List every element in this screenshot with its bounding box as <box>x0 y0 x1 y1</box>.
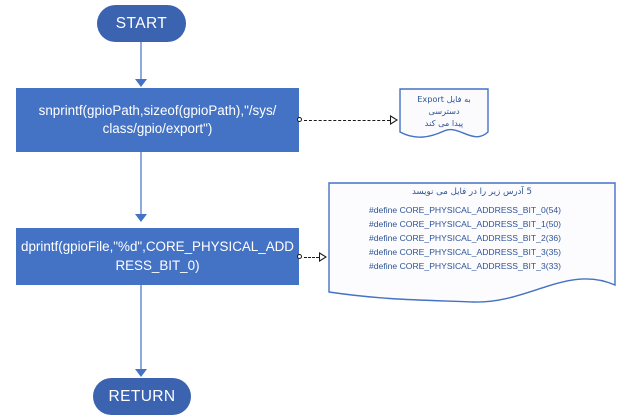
define-row: #define CORE_PHYSICAL_ADDRESS_BIT_2 (36) <box>369 232 575 246</box>
define-value: (36) <box>545 232 562 243</box>
connector-line <box>140 285 142 370</box>
process-dprintf-label: dprintf(gpioFile,"%d",CORE_PHYSICAL_ADD … <box>21 238 294 274</box>
define-value: (50) <box>545 218 562 229</box>
note-export-text: به فایل Export دسترسی پیدا می کند <box>403 94 485 130</box>
connector-line <box>140 42 142 80</box>
arrowhead-inner-icon <box>320 253 325 260</box>
arrowhead-inner-icon <box>391 116 396 123</box>
define-text: #define CORE_PHYSICAL_ADDRESS_BIT_3 <box>369 260 546 271</box>
define-text: #define CORE_PHYSICAL_ADDRESS_BIT_1 <box>369 218 546 229</box>
define-text: #define CORE_PHYSICAL_ADDRESS_BIT_3 <box>369 246 546 257</box>
dashed-connector-line <box>304 256 319 258</box>
return-terminator[interactable]: RETURN <box>93 378 191 415</box>
process-snprintf-label: snprintf(gpioPath,sizeof(gpioPath),"/sys… <box>39 102 277 138</box>
connector-origin-dot-icon <box>297 117 302 122</box>
define-text: #define CORE_PHYSICAL_ADDRESS_BIT_2 <box>369 232 546 243</box>
note-export-line2: پیدا می کند <box>424 117 464 128</box>
define-row: #define CORE_PHYSICAL_ADDRESS_BIT_3 (33) <box>369 260 575 274</box>
note-shape-icon <box>399 88 489 138</box>
process-dprintf-line1: dprintf(gpioFile,"%d",CORE_PHYSICAL_ADD <box>21 239 294 255</box>
connector-origin-dot-icon <box>297 254 302 259</box>
arrowhead-icon <box>135 214 147 222</box>
connector-line <box>140 152 142 214</box>
arrowhead-icon <box>135 79 147 87</box>
define-value: (35) <box>545 246 562 257</box>
note-export-access[interactable]: به فایل Export دسترسی پیدا می کند <box>399 88 489 141</box>
define-row: #define CORE_PHYSICAL_ADDRESS_BIT_3 (35) <box>369 246 575 260</box>
define-value: (33) <box>545 260 562 271</box>
arrowhead-outline-icon <box>319 251 327 262</box>
process-dprintf-line2: RESS_BIT_0) <box>115 257 200 273</box>
process-snprintf-line1: snprintf(gpioPath,sizeof(gpioPath),"/sys… <box>38 102 277 118</box>
return-label: RETURN <box>108 387 176 405</box>
note-shape-icon <box>328 182 616 303</box>
define-text: #define CORE_PHYSICAL_ADDRESS_BIT_0 <box>369 205 546 215</box>
process-dprintf[interactable]: dprintf(gpioFile,"%d",CORE_PHYSICAL_ADD … <box>16 228 299 285</box>
note-defines-rows: #define CORE_PHYSICAL_ADDRESS_BIT_0 (54)… <box>328 204 616 274</box>
start-label: START <box>115 14 168 32</box>
start-terminator[interactable]: START <box>97 5 186 42</box>
note-defines-heading: 5 آدرس زیر را در فایل می نویسد <box>411 187 533 197</box>
dashed-connector-line <box>304 119 390 121</box>
arrowhead-icon <box>135 369 147 377</box>
arrowhead-outline-icon <box>390 114 398 125</box>
note-export-line1: به فایل Export دسترسی <box>417 94 471 116</box>
note-defines-list[interactable]: 5 آدرس زیر را در فایل می نویسد #define C… <box>328 182 616 304</box>
define-row: #define CORE_PHYSICAL_ADDRESS_BIT_0 (54) <box>369 204 575 218</box>
process-snprintf-line2: class/gpio/export") <box>102 121 213 136</box>
define-value: (54) <box>545 205 562 215</box>
define-row: #define CORE_PHYSICAL_ADDRESS_BIT_1 (50) <box>369 218 575 232</box>
process-snprintf[interactable]: snprintf(gpioPath,sizeof(gpioPath),"/sys… <box>16 88 299 152</box>
